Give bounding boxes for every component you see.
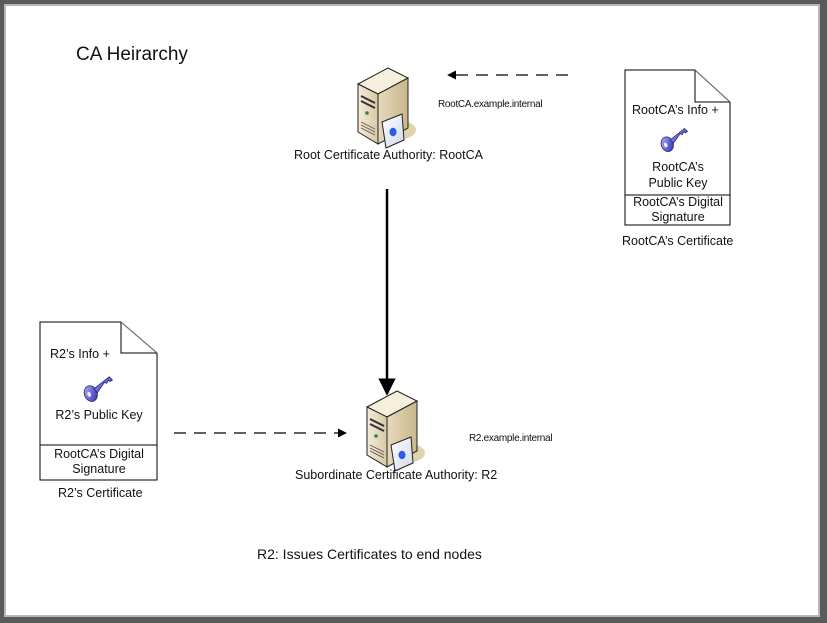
subordinate-ca-server-icon <box>366 390 426 472</box>
r2-cert-public-key: R2’s Public Key <box>55 408 143 422</box>
footer-note: R2: Issues Certificates to end nodes <box>257 546 482 562</box>
root-ca-server-icon <box>357 67 417 149</box>
subordinate-ca-label: Subordinate Certificate Authority: R2 <box>295 468 498 482</box>
subordinate-ca-hostname: R2.example.internal <box>469 433 553 444</box>
r2-cert-signature-line1: RootCA’s Digital <box>54 447 144 461</box>
r2-cert-info: R2’s Info + <box>50 347 110 361</box>
r2-cert-signature-line2: Signature <box>72 462 126 476</box>
root-cert-public-key-line1: RootCA’s <box>652 160 704 174</box>
root-cert-caption: RootCA’s Certificate <box>622 234 734 248</box>
root-ca-hostname: RootCA.example.internal <box>438 99 543 110</box>
root-cert-signature-line1: RootCA’s Digital <box>633 195 723 209</box>
root-ca-label: Root Certificate Authority: RootCA <box>294 148 483 162</box>
root-cert-public-key-line2: Public Key <box>648 176 708 190</box>
r2-cert-caption: R2’s Certificate <box>58 486 143 500</box>
root-certificate-document <box>624 69 731 226</box>
r2-certificate-document <box>39 321 158 481</box>
root-cert-info: RootCA’s Info + <box>632 103 719 117</box>
diagram-title: CA Heirarchy <box>76 44 188 65</box>
root-cert-signature-line2: Signature <box>651 210 705 224</box>
